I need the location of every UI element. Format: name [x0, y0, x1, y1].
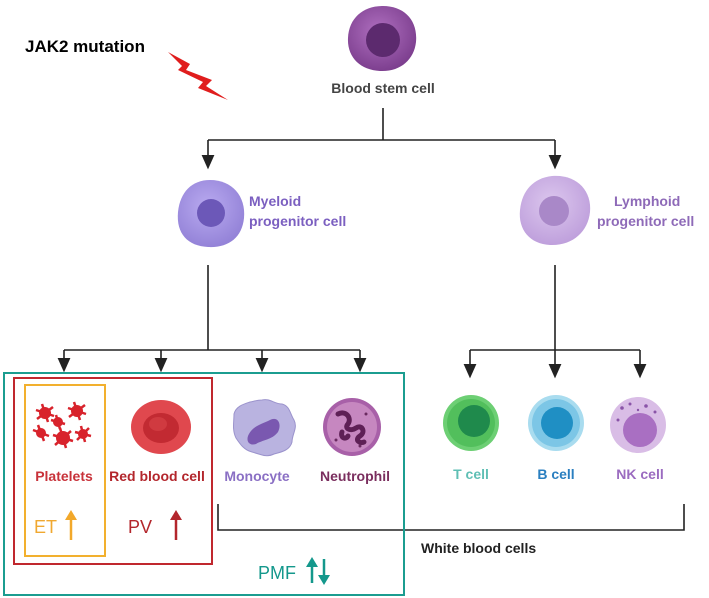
pmf-box: [3, 372, 405, 596]
red-blood-cell-label: Red blood cell: [109, 468, 205, 484]
pv-up-arrow-icon: [170, 510, 182, 540]
t-cell-label: T cell: [453, 466, 489, 482]
et-up-arrow-icon: [65, 510, 77, 540]
nk-cell-label: NK cell: [616, 466, 664, 482]
lymphoid-label-line2: progenitor cell: [597, 213, 695, 229]
b-cell-icon: [528, 395, 584, 451]
monocyte-label: Monocyte: [224, 468, 290, 484]
myeloid-label-line2: progenitor cell: [249, 213, 347, 229]
platelets-icon: [32, 401, 92, 449]
b-cell-label: B cell: [537, 466, 575, 482]
t-cell-icon: [443, 395, 499, 451]
pv-label: PV: [128, 517, 153, 537]
blood-stem-cell-label: Blood stem cell: [331, 80, 435, 96]
platelets-label: Platelets: [35, 468, 93, 484]
stem-cell-icon: [347, 6, 417, 72]
lymphoid-label-line1: Lymphoid: [614, 193, 681, 209]
myeloid-label-line1: Myeloid: [249, 193, 302, 209]
monocyte-icon: [233, 399, 296, 457]
nk-cell-icon: [610, 397, 666, 453]
pv-box: [13, 377, 213, 565]
pmf-up-down-arrows-icon: [306, 557, 330, 585]
et-label: ET: [34, 517, 58, 537]
neutrophil-label: Neutrophil: [320, 468, 390, 484]
et-box: [24, 384, 106, 557]
neutrophil-icon: [323, 398, 381, 456]
myeloid-progenitor-icon: [177, 180, 245, 248]
pmf-label: PMF: [258, 563, 296, 583]
jak2-mutation-label: JAK2 mutation: [25, 37, 145, 56]
red-blood-cell-icon: [131, 400, 191, 454]
white-blood-cells-label: White blood cells: [421, 540, 537, 556]
lightning-icon: [168, 52, 228, 100]
lymphoid-progenitor-icon: [519, 175, 591, 246]
branch-connectors: [57, 108, 685, 531]
